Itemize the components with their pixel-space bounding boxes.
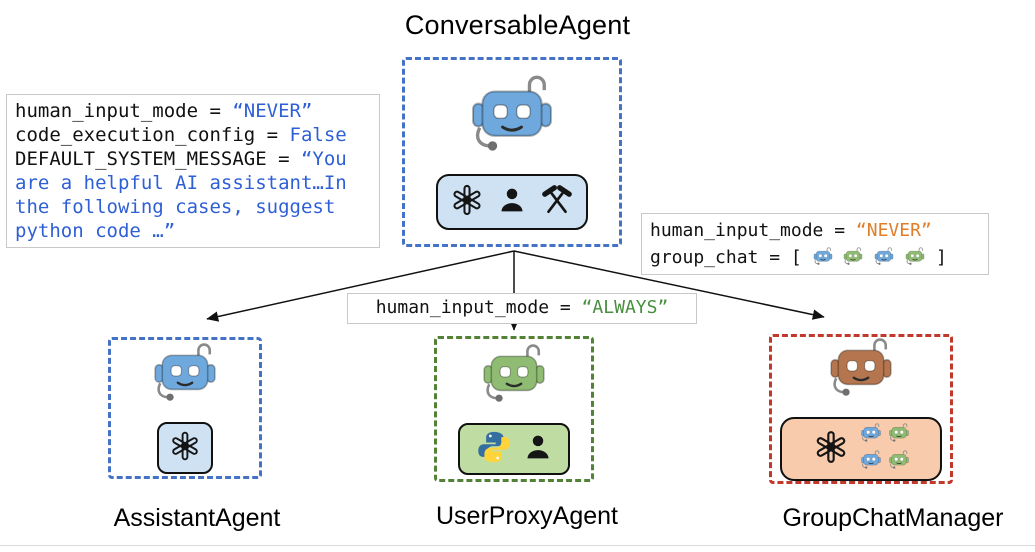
config-line: human_input_mode = “NEVER” (15, 99, 371, 123)
conversable-agent-title: ConversableAgent (404, 10, 631, 40)
config-key: human_input_mode = (15, 100, 233, 122)
userproxy-config-label: human_input_mode = “ALWAYS” (347, 293, 697, 324)
bottom-divider (0, 545, 1035, 546)
assistant-agent-box (108, 337, 262, 479)
groupchatmanager-agent-label: GroupChatManager (782, 504, 1004, 532)
person-icon (498, 185, 526, 220)
config-line: human_input_mode = “NEVER” (650, 217, 980, 244)
assistant-agent-label: AssistantAgent (113, 504, 281, 532)
person-icon (524, 432, 552, 467)
config-value: “ALWAYS” (581, 297, 669, 318)
userproxy-agent-box (434, 336, 594, 482)
robot-icon (479, 343, 549, 414)
assistant-config-box: human_input_mode = “NEVER” code_executio… (6, 94, 380, 248)
userproxy-agent-label: UserProxyAgent (435, 502, 619, 530)
mini-robot-icon (860, 423, 882, 449)
mini-robot-icon (888, 423, 910, 449)
crossed-hammers-icon (539, 183, 575, 222)
config-value: “NEVER” (232, 100, 313, 122)
config-key: code_execution_config = (15, 124, 290, 146)
mini-robot-icon (874, 247, 894, 268)
conversable-capabilities-chip (436, 174, 588, 230)
mini-robot-icon (888, 450, 910, 476)
openai-icon (812, 428, 850, 471)
robot-icon (150, 342, 220, 413)
assistant-capabilities-chip (157, 422, 213, 474)
config-value: “You are a helpful AI assistant…In the f… (15, 148, 347, 242)
groupchatmanager-agent-box (769, 334, 953, 484)
config-value: “NEVER” (855, 220, 932, 241)
robot-icon (466, 74, 558, 165)
openai-icon (449, 182, 485, 223)
config-bracket: ] (935, 247, 947, 268)
robot-icon (826, 337, 896, 408)
config-line: code_execution_config = False (15, 123, 371, 147)
mini-robot-icon (860, 450, 882, 476)
python-icon (476, 429, 512, 470)
openai-icon (168, 429, 202, 468)
groupchat-capabilities-chip (780, 417, 942, 481)
groupchat-config-box: human_input_mode = “NEVER” group_chat = … (641, 213, 989, 275)
conversable-agent-box (402, 57, 622, 247)
config-line: DEFAULT_SYSTEM_MESSAGE = “You are a help… (15, 147, 371, 243)
mini-robot-icon (813, 247, 833, 268)
mini-robot-icon (843, 247, 863, 268)
config-key: DEFAULT_SYSTEM_MESSAGE = (15, 148, 301, 170)
config-key: human_input_mode = (650, 220, 856, 241)
config-line: group_chat = [ ] (650, 244, 980, 271)
config-key: human_input_mode = (375, 297, 582, 318)
config-key: group_chat = [ (650, 247, 802, 268)
config-value: False (289, 124, 347, 146)
userproxy-capabilities-chip (458, 423, 570, 475)
group-chat-robots (860, 423, 910, 476)
mini-robot-icon (905, 247, 925, 268)
